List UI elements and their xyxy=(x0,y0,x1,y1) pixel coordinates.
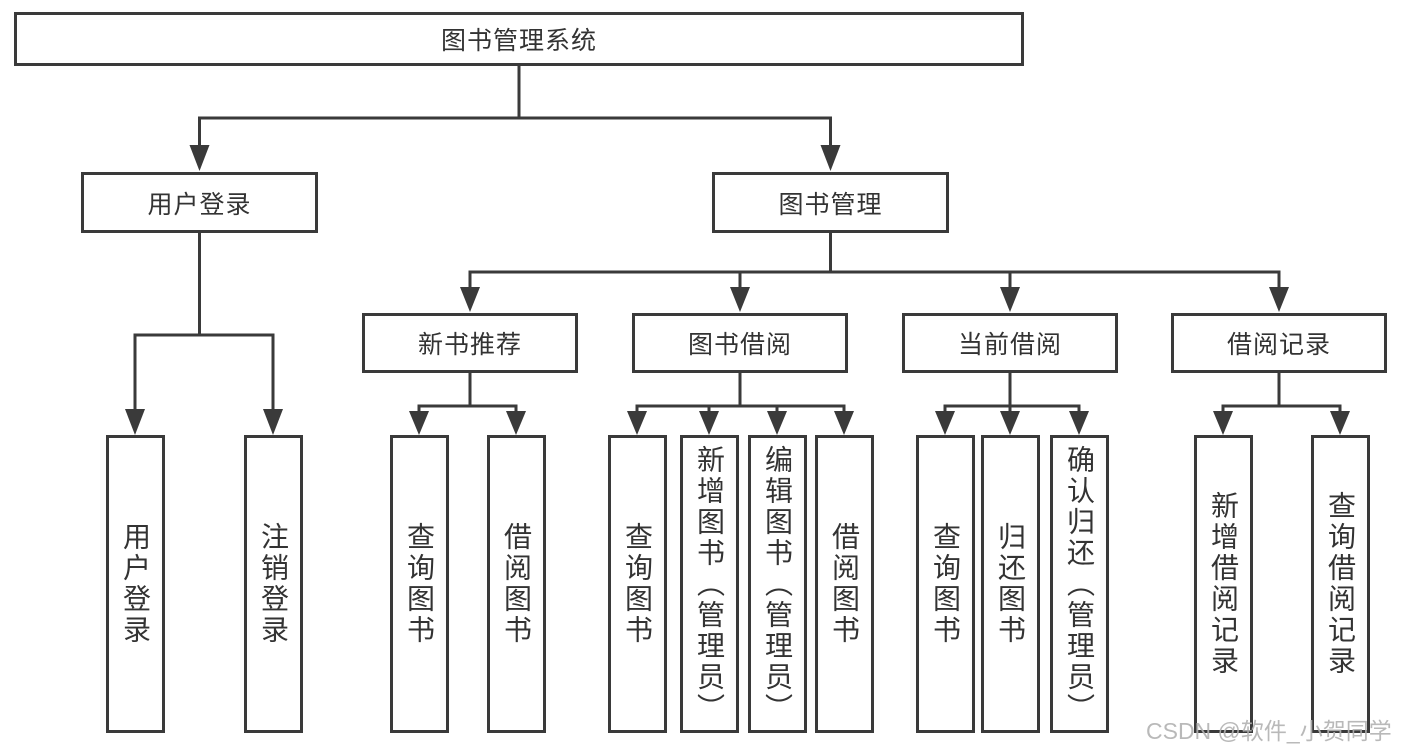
leaf-confirm-return-admin: 确认归还（管理员） xyxy=(1049,435,1109,733)
node-book-borrow-label: 图书借阅 xyxy=(687,331,792,359)
leaf-add-borrow-record: 新增借阅记录 xyxy=(1193,435,1253,733)
leaf-edit-books-admin-label: 编辑图书（管理员） xyxy=(762,444,793,724)
arrowhead-g3-3 xyxy=(767,411,787,435)
arrowhead-g3-1 xyxy=(627,411,647,435)
node-new-book-recommend: 新书推荐 xyxy=(362,313,578,373)
leaf-borrow-books-1: 借阅图书 xyxy=(486,435,546,733)
leaf-logout-label: 注销登录 xyxy=(258,522,289,646)
leaf-query-books-2-label: 查询图书 xyxy=(622,522,653,646)
node-borrow-records: 借阅记录 xyxy=(1171,313,1387,373)
arrowhead-book-borrow xyxy=(730,287,750,312)
arrowhead-g5-2 xyxy=(1330,411,1350,435)
arrowhead-leaf-logout xyxy=(263,409,283,435)
node-current-borrow: 当前借阅 xyxy=(902,313,1118,373)
leaf-query-borrow-record-label: 查询借阅记录 xyxy=(1325,491,1356,677)
node-root: 图书管理系统 xyxy=(14,12,1024,66)
arrowheads xyxy=(125,145,1350,435)
leaf-query-books-3: 查询图书 xyxy=(915,435,975,733)
arrowhead-g3-4 xyxy=(834,411,854,435)
arrowhead-current-borrow xyxy=(1000,287,1020,312)
leaf-query-books-1-label: 查询图书 xyxy=(404,522,435,646)
node-user-login-label: 用户登录 xyxy=(147,190,252,219)
leaf-borrow-books-2: 借阅图书 xyxy=(814,435,874,733)
leaf-add-books-admin: 新增图书（管理员） xyxy=(679,435,739,733)
arrowhead-leaf-login xyxy=(125,409,145,435)
arrowhead-g4-1 xyxy=(935,411,955,435)
leaf-borrow-books-2-label: 借阅图书 xyxy=(829,522,860,646)
leaf-query-books-3-label: 查询图书 xyxy=(930,522,961,646)
node-new-book-recommend-label: 新书推荐 xyxy=(417,331,522,359)
arrowhead-g2-2 xyxy=(506,411,526,435)
leaf-borrow-books-1-label: 借阅图书 xyxy=(501,522,532,646)
arrowhead-user-login xyxy=(189,145,210,171)
node-borrow-records-label: 借阅记录 xyxy=(1226,331,1331,359)
csdn-watermark: CSDN @软件_小贺同学 xyxy=(1146,718,1392,744)
leaf-add-books-admin-label: 新增图书（管理员） xyxy=(694,444,725,724)
leaf-query-books-1: 查询图书 xyxy=(389,435,449,733)
leaf-add-borrow-record-label: 新增借阅记录 xyxy=(1208,491,1239,677)
arrowhead-g5-1 xyxy=(1213,411,1233,435)
leaf-edit-books-admin: 编辑图书（管理员） xyxy=(747,435,807,733)
node-root-label: 图书管理系统 xyxy=(440,27,597,55)
arrowhead-g3-2 xyxy=(699,411,719,435)
leaf-query-books-2: 查询图书 xyxy=(607,435,667,733)
leaf-user-login: 用户登录 xyxy=(105,435,165,733)
arrowhead-g2-1 xyxy=(409,411,429,435)
arrowhead-g4-2 xyxy=(1000,411,1020,435)
arrowhead-new-books xyxy=(460,287,480,312)
leaf-return-books: 归还图书 xyxy=(980,435,1040,733)
leaf-return-books-label: 归还图书 xyxy=(995,522,1026,646)
leaf-confirm-return-admin-label: 确认归还（管理员） xyxy=(1064,444,1095,724)
node-book-borrow: 图书借阅 xyxy=(632,313,848,373)
arrowhead-borrow-records xyxy=(1269,287,1289,312)
arrowhead-g4-3 xyxy=(1069,411,1089,435)
node-book-management-label: 图书管理 xyxy=(778,190,883,219)
node-book-management: 图书管理 xyxy=(712,172,949,233)
node-current-borrow-label: 当前借阅 xyxy=(957,331,1062,359)
leaf-user-login-label: 用户登录 xyxy=(120,522,151,646)
leaf-logout: 注销登录 xyxy=(243,435,303,733)
node-user-login: 用户登录 xyxy=(81,172,318,233)
arrowhead-book-mgmt xyxy=(820,145,841,171)
leaf-query-borrow-record: 查询借阅记录 xyxy=(1310,435,1370,733)
